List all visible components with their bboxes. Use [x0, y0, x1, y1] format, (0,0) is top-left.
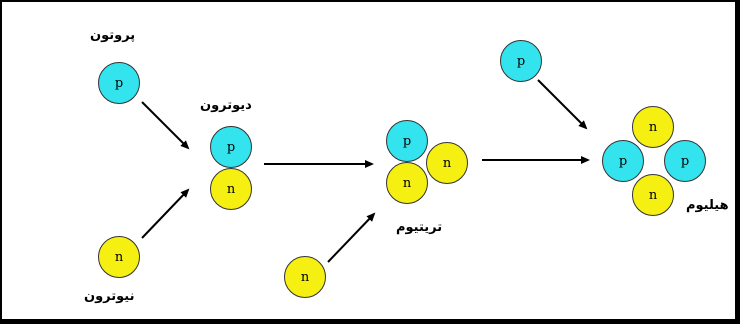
neutron-particle: n [98, 236, 140, 278]
helium-neutron-top: n [632, 106, 674, 148]
tritium-proton: p [386, 120, 428, 162]
deuteron-neutron: n [210, 168, 252, 210]
arrow-proton-to-helium [537, 79, 588, 130]
helium-neutron-bottom: n [632, 174, 674, 216]
arrow-neutron-to-deuteron [141, 188, 190, 239]
tritium-neutron-right: n [426, 142, 468, 184]
label-proton: پروتون [90, 28, 136, 43]
proton-particle: p [98, 62, 140, 104]
incoming-neutron: n [284, 256, 326, 298]
label-helium: هیلیوم [686, 198, 729, 213]
label-deuteron: دیوترون [200, 98, 252, 113]
helium-proton-left: p [602, 140, 644, 182]
deuteron-proton: p [210, 126, 252, 168]
label-neutron: نیوترون [84, 289, 135, 304]
tritium-neutron-bottom: n [386, 162, 428, 204]
arrow-neutron-to-tritium [327, 212, 376, 263]
helium-proton-right: p [664, 140, 706, 182]
label-tritium: تریتیوم [396, 220, 443, 235]
incoming-proton: p [500, 40, 542, 82]
arrow-proton-to-deuteron [141, 101, 190, 150]
